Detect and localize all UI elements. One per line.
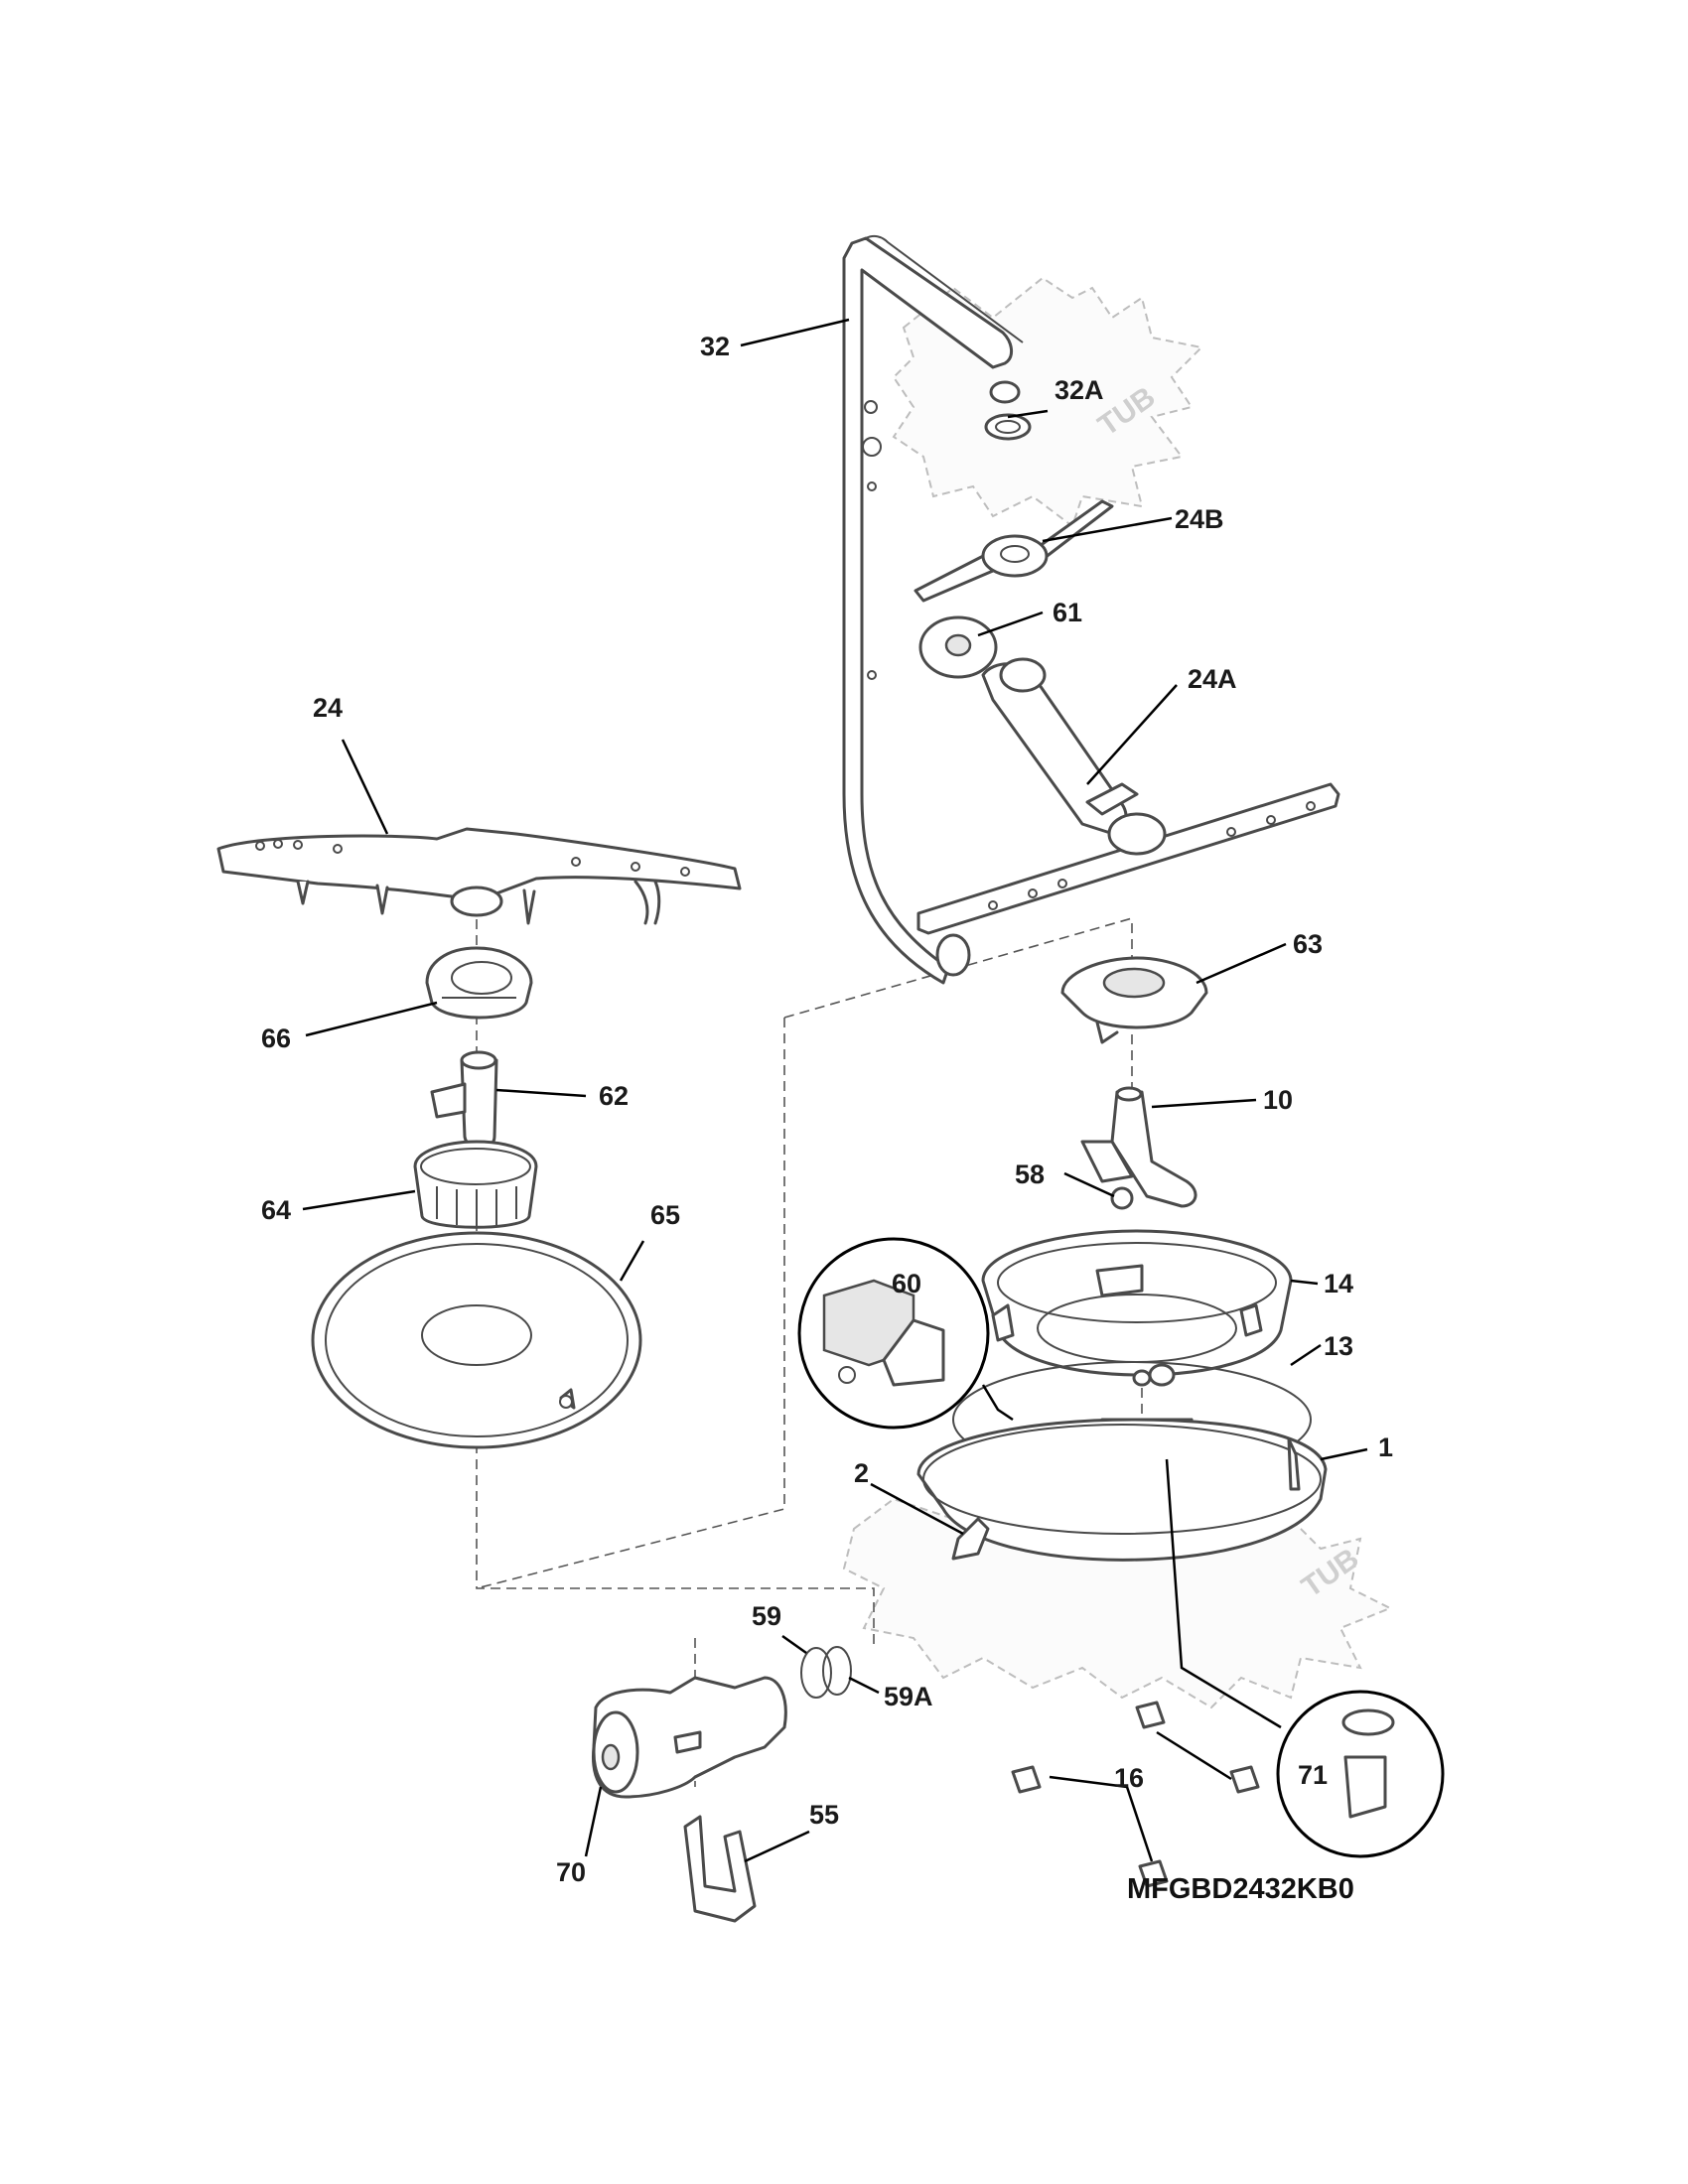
callout-63: 63 bbox=[1293, 929, 1323, 959]
callout-13: 13 bbox=[1324, 1331, 1353, 1361]
part-2-clip bbox=[951, 1517, 990, 1561]
inset-71-sensor bbox=[1276, 1690, 1445, 1858]
inset-60-connector-line bbox=[981, 1384, 1014, 1422]
part-16-mounting-blocks bbox=[1011, 1701, 1260, 1888]
callout-14: 14 bbox=[1324, 1269, 1353, 1298]
callout-71: 71 bbox=[1298, 1760, 1328, 1790]
callout-58: 58 bbox=[1015, 1160, 1045, 1189]
part-63-cover bbox=[1060, 956, 1208, 1044]
part-32a-washer bbox=[984, 413, 1032, 441]
callout-24: 24 bbox=[313, 693, 343, 723]
callout-66: 66 bbox=[261, 1024, 291, 1053]
callout-labels: 32 32A 24B 61 24A 24 66 62 64 65 63 10 5… bbox=[261, 332, 1393, 1887]
callout-61: 61 bbox=[1053, 598, 1082, 627]
callout-59: 59 bbox=[752, 1601, 781, 1631]
callout-32a: 32A bbox=[1055, 375, 1104, 405]
callout-1: 1 bbox=[1378, 1433, 1393, 1462]
callout-59a: 59A bbox=[884, 1682, 933, 1711]
part-59a-o-ring bbox=[822, 1646, 852, 1696]
callout-24b: 24B bbox=[1175, 504, 1224, 534]
callout-62: 62 bbox=[599, 1081, 629, 1111]
part-24b-upper-spray-arm bbox=[914, 499, 1114, 603]
part-62-nozzle bbox=[430, 1050, 498, 1150]
callout-10: 10 bbox=[1263, 1085, 1293, 1115]
part-58-ball bbox=[1110, 1186, 1134, 1210]
callout-24a: 24A bbox=[1188, 664, 1237, 694]
part-55-bracket bbox=[683, 1815, 757, 1923]
callout-32: 32 bbox=[700, 332, 730, 361]
part-32-supply-tube bbox=[842, 234, 1024, 985]
part-61-disc bbox=[918, 615, 998, 679]
inset-60-solenoid bbox=[797, 1237, 990, 1430]
part-24-lower-spray-arm bbox=[216, 827, 742, 925]
part-65-filter-disc bbox=[311, 1231, 642, 1449]
callout-64: 64 bbox=[261, 1195, 291, 1225]
model-number: MFGBD2432KB0 bbox=[1127, 1873, 1354, 1905]
inset-71-connector-line bbox=[1165, 1458, 1282, 1729]
part-59-o-ring bbox=[800, 1647, 832, 1699]
callout-65: 65 bbox=[650, 1200, 680, 1230]
callout-2: 2 bbox=[854, 1458, 869, 1488]
part-24a-middle-spray-arm bbox=[916, 657, 1340, 935]
part-64-filter-cup bbox=[413, 1140, 538, 1229]
part-66-coupler bbox=[425, 946, 533, 1020]
part-10-diverter bbox=[1080, 1086, 1197, 1208]
callout-60: 60 bbox=[892, 1269, 921, 1298]
callout-55: 55 bbox=[809, 1800, 839, 1830]
part-70-pump-motor bbox=[591, 1676, 787, 1799]
leader-lines bbox=[302, 318, 1368, 1863]
callout-16: 16 bbox=[1114, 1763, 1144, 1793]
part-1-tub-ring bbox=[916, 1418, 1328, 1562]
callout-70: 70 bbox=[556, 1857, 586, 1887]
